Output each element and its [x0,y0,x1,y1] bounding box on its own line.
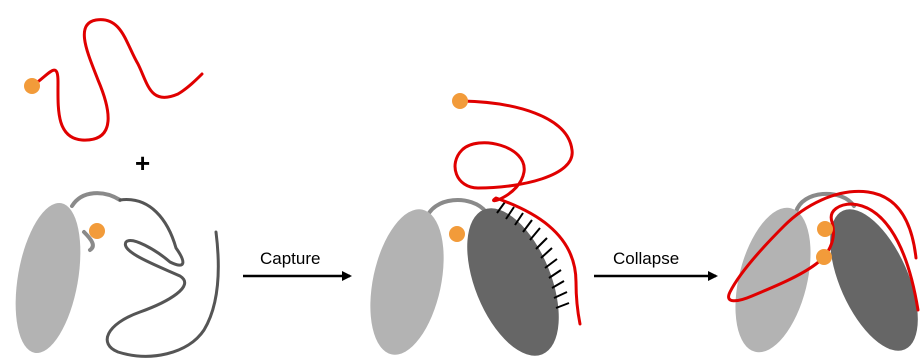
open-protein [5,193,218,358]
captured-light-lobe [358,203,455,362]
free-red-strand [32,20,202,140]
plus-sign: + [135,148,150,178]
collapse-step: Collapse [594,249,716,276]
capture-step: Capture [243,249,350,276]
open-protein-light-lobe [5,198,90,358]
open-protein-hinge-loop [72,193,120,206]
collapsed-dark-lobe [812,197,920,362]
free-strand-bead [24,78,40,94]
stage-captured [358,93,580,362]
captured-dark-lobe [449,195,578,362]
open-protein-bead [89,223,105,239]
collapsed-bead-upper [817,221,833,237]
stage-collapsed [722,191,920,362]
captured-bead-bound [449,226,465,242]
stage-initial: + [5,20,218,358]
collapse-label: Collapse [613,249,679,268]
open-protein-unfolded-chain [107,200,218,357]
capture-label: Capture [260,249,320,268]
captured-strand-bead [452,93,468,109]
collapsed-bead-lower [816,249,832,265]
